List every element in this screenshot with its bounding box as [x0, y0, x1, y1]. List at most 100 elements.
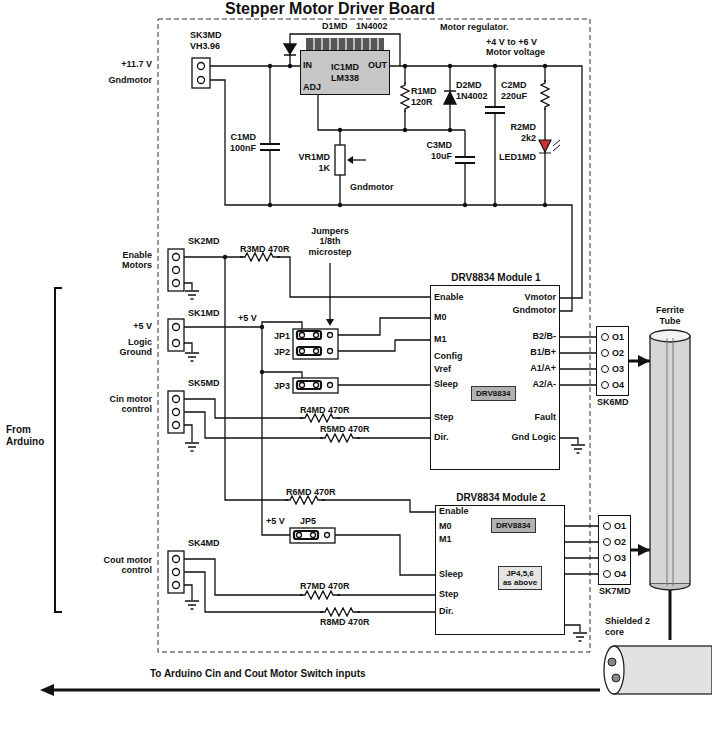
schematic-label: JP1: [270, 331, 290, 341]
heatsink-fins: [314, 38, 378, 50]
pin: [328, 383, 333, 388]
schematic-label: Gnd Logic: [506, 432, 556, 442]
potentiometer-symbol: [335, 145, 345, 175]
pin: [300, 383, 305, 388]
junction-dot: [448, 128, 452, 132]
ground-symbol: [185, 291, 199, 299]
schematic-label: +4 V to +6 V Motor voltage: [486, 37, 558, 58]
schematic-label: R5MD: [320, 424, 346, 434]
wire: [565, 625, 580, 632]
node-text: O2: [601, 345, 624, 361]
schematic-label: +5 V: [238, 313, 257, 323]
pin: [328, 349, 333, 354]
schematic-label: +5 V: [112, 321, 152, 331]
node-text: O4: [601, 377, 624, 393]
schematic-label: 120R: [411, 97, 433, 107]
schematic-label: R3MD: [240, 244, 266, 254]
pin: [297, 533, 302, 538]
pin: [314, 333, 319, 338]
schematic-label: R2MD: [500, 122, 536, 132]
schematic-label: To Arduino Cin and Cout Motor Switch inp…: [150, 668, 366, 680]
schematic-label: JP3: [270, 381, 290, 391]
schematic-label: Vmotor: [506, 292, 556, 302]
junction-dot: [268, 64, 272, 68]
schematic-label: D1MD: [322, 21, 348, 31]
jumper-cap: [297, 381, 321, 389]
pin: [314, 349, 319, 354]
wire: [338, 384, 430, 385]
arrow-head: [347, 156, 353, 164]
signal-arrow: [631, 549, 650, 552]
pin: [173, 556, 180, 563]
schematic-label: Gndmotor: [350, 182, 394, 192]
schematic-label: B1/B+: [516, 347, 556, 357]
diagram-title: Stepper Motor Driver Board: [160, 0, 500, 18]
resistor-symbol: [320, 433, 360, 443]
schematic-label: 1K: [290, 163, 330, 173]
tube-body: [650, 336, 690, 584]
junction-dot: [493, 203, 497, 207]
junction-dot: [260, 325, 264, 329]
connector-block: [168, 391, 184, 433]
junction-dot: [543, 64, 547, 68]
capacitor-symbol: [485, 107, 505, 113]
schematic-label: +5 V: [266, 516, 285, 526]
resistor-symbol: [320, 607, 360, 617]
schematic-label: 470R: [328, 581, 350, 591]
pin: [328, 333, 333, 338]
junction-dot: [403, 64, 407, 68]
schematic-label: A2/A-: [516, 379, 556, 389]
connector-block: [168, 319, 184, 351]
schematic-label: 470R: [348, 617, 370, 627]
cable-body: [614, 646, 712, 694]
schematic-label: R4MD: [300, 405, 326, 415]
wire: [184, 257, 430, 297]
drawing-part: [294, 331, 321, 539]
heatsink: [306, 38, 384, 50]
junction-dot: [403, 128, 407, 132]
output-arrow: [52, 689, 600, 692]
wire: [262, 322, 302, 329]
wire: [184, 343, 192, 352]
pin: [300, 349, 305, 354]
schematic-label: JP2: [270, 347, 290, 357]
pin: [173, 254, 180, 261]
schematic-label: A1/A+: [516, 363, 556, 373]
schematic-label: Gndmotor: [102, 75, 152, 85]
pin: [311, 533, 316, 538]
jumper-cap: [297, 347, 321, 355]
cable-core: [612, 674, 620, 682]
schematic-label: R6MD: [286, 487, 312, 497]
schematic-label: M1: [439, 534, 452, 544]
schematic-label: 470R: [328, 405, 350, 415]
pin: [300, 333, 305, 338]
node-heading: DRV8834 Module 1: [451, 272, 541, 284]
schematic-label: Dir.: [439, 606, 454, 616]
resistor-symbol: [300, 590, 340, 600]
node-heading: Shielded 2 core: [605, 616, 665, 637]
pin: [173, 267, 180, 274]
jumper-block: [293, 329, 338, 359]
node-text: IC1MD: [331, 62, 359, 72]
junction-dot: [260, 370, 264, 374]
wire: [565, 526, 598, 574]
terminal-block: O1O2O3O4SK7MD: [598, 515, 631, 585]
pin: [173, 324, 180, 331]
node-text: DRV8834: [476, 389, 511, 398]
pin: [173, 396, 180, 403]
diode-symbol: [444, 91, 456, 104]
wire: [210, 80, 572, 311]
led-light: [553, 140, 560, 151]
shielded-cable: Shielded 2 core: [600, 640, 712, 700]
schematic-label: M0: [439, 521, 452, 531]
node-text: DRV8834: [496, 521, 531, 530]
jumper-cap: [297, 331, 321, 339]
schematic-label: 470R: [348, 424, 370, 434]
ground-symbol: [185, 443, 199, 451]
wire: [335, 535, 435, 575]
schematic-label: Step: [434, 412, 454, 422]
schematic-label: LED1MD: [496, 152, 536, 162]
wire: [318, 95, 465, 130]
node-text: O1: [601, 329, 624, 345]
